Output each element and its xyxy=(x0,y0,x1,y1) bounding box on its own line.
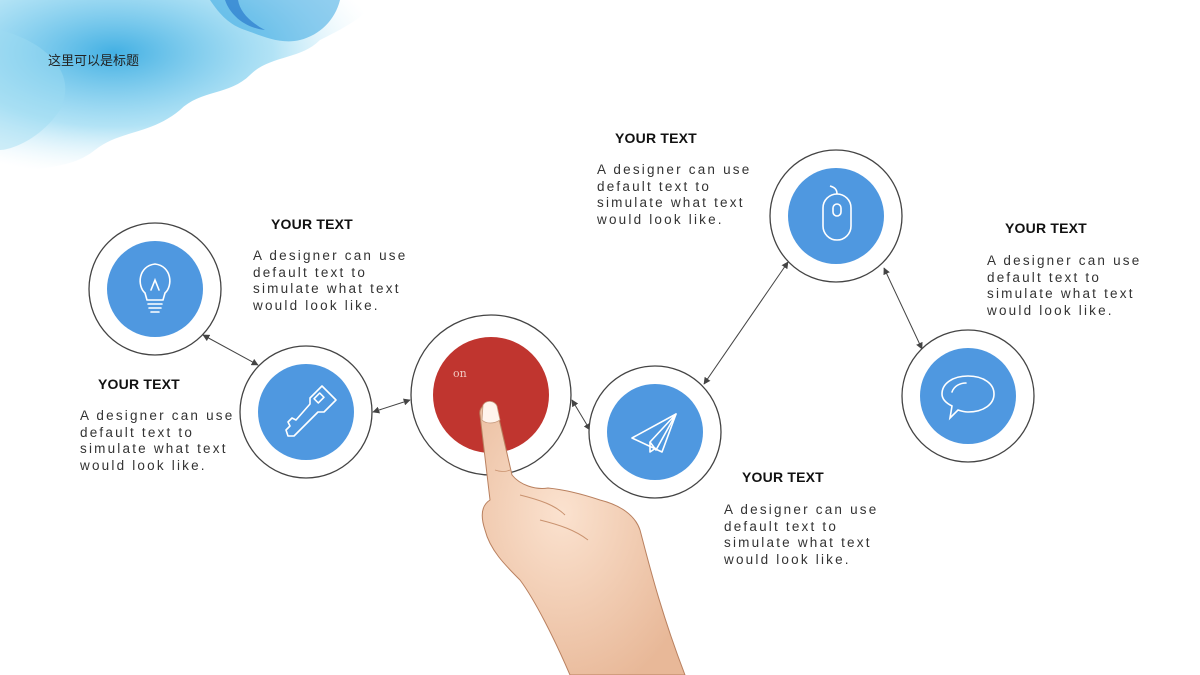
node-fill xyxy=(258,364,354,460)
body-key: A designer can use default text to simul… xyxy=(80,408,235,473)
node-fill xyxy=(920,348,1016,444)
connector-line xyxy=(883,267,923,350)
heading-speech-bubble: YOUR TEXT xyxy=(1005,220,1087,236)
node-key[interactable] xyxy=(239,345,373,479)
key-icon xyxy=(285,385,337,437)
node-fill xyxy=(107,241,203,337)
heading-paper-plane: YOUR TEXT xyxy=(742,469,824,485)
node-speech-bubble[interactable] xyxy=(901,329,1035,463)
watercolor-splash xyxy=(0,0,380,176)
mouse-icon xyxy=(822,185,852,241)
node-fill xyxy=(607,384,703,480)
body-mouse: A designer can use default text to simul… xyxy=(597,162,752,227)
connector-line xyxy=(372,398,411,414)
lightbulb-icon xyxy=(139,263,171,313)
node-mouse[interactable] xyxy=(769,149,903,283)
connector-line xyxy=(703,261,789,385)
center-node[interactable] xyxy=(410,314,572,476)
paper-plane-icon xyxy=(631,413,677,453)
heading-mouse: YOUR TEXT xyxy=(615,130,697,146)
heading-lightbulb: YOUR TEXT xyxy=(271,216,353,232)
page-title: 这里可以是标题 xyxy=(48,54,140,69)
body-paper-plane: A designer can use default text to simul… xyxy=(724,502,879,567)
speech-bubble-icon xyxy=(941,375,995,421)
connectors xyxy=(202,261,923,431)
connector-line xyxy=(202,334,259,366)
center-button xyxy=(433,337,549,453)
heading-key: YOUR TEXT xyxy=(98,376,180,392)
node-lightbulb[interactable] xyxy=(88,222,222,356)
connector-line xyxy=(571,399,591,431)
center-node-label: on xyxy=(453,367,467,380)
node-paper-plane[interactable] xyxy=(588,365,722,499)
body-speech-bubble: A designer can use default text to simul… xyxy=(987,253,1142,318)
body-lightbulb: A designer can use default text to simul… xyxy=(253,248,408,313)
pointing-hand-illustration xyxy=(479,400,686,675)
